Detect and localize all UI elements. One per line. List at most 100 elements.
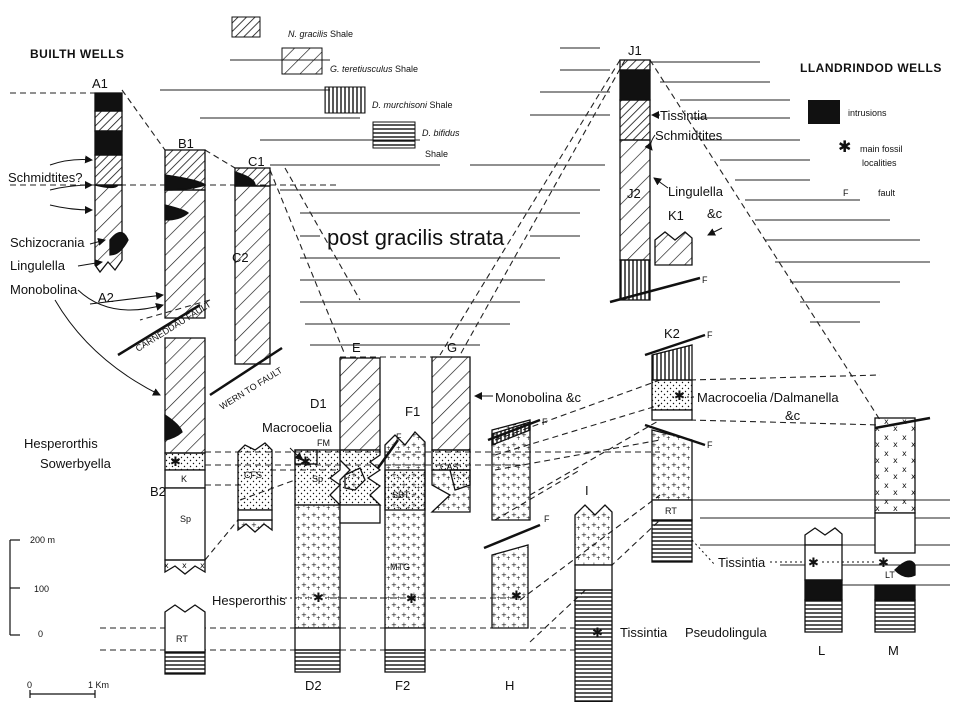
section-c	[235, 168, 270, 364]
unit-mtg: MTG	[390, 562, 410, 572]
label-d1: D1	[310, 396, 327, 411]
fossil-tissintia-3: Tissintia	[620, 625, 668, 640]
fossil-star-icon: ✱	[170, 454, 181, 469]
section-j	[610, 60, 700, 302]
fossil-star-icon: ✱	[592, 625, 603, 640]
scale-bar	[10, 540, 20, 635]
fossil-monobolina-c: Monobolina &c	[495, 390, 581, 405]
unit-rt-2: RT	[665, 506, 677, 516]
fossil-schmidtites: Schmidtites	[655, 128, 723, 143]
section-k1	[655, 232, 692, 265]
legend-swatch-teretiusculus	[282, 48, 322, 74]
fossil-tissintia: Tissintia	[660, 108, 708, 123]
unit-sp-2: Sp	[312, 474, 323, 484]
key-label-fossil-1: main fossil	[860, 144, 903, 154]
unit-f-k2b: F	[707, 440, 713, 450]
fossil-pseudolingula: Pseudolingula	[685, 625, 767, 640]
fossil-star-icon: ✱	[406, 591, 417, 606]
fossil-hesperorthis: Hesperorthis	[24, 436, 98, 451]
section-f	[378, 432, 425, 672]
unit-f-fault: F	[396, 432, 402, 442]
key: intrusions ✱ main fossil localities F fa…	[808, 100, 903, 198]
fossil-star-icon: ✱	[511, 588, 522, 603]
fossil-tissintia-2: Tissintia	[718, 555, 766, 570]
label-f2: F2	[395, 678, 410, 693]
fossil-dalmanella: /Dalmanella	[770, 390, 839, 405]
section-i	[575, 505, 612, 702]
label-b2: B2	[150, 484, 166, 499]
place-builth-wells: BUILTH WELLS	[30, 47, 124, 61]
label-m: M	[888, 643, 899, 658]
fossil-schizocrania: Schizocrania	[10, 235, 85, 250]
label-k1: K1	[668, 208, 684, 223]
bedding-lines	[160, 48, 950, 585]
unit-sbt: SBT	[392, 490, 410, 500]
fossil-macrocoelia-2: Macrocoelia	[697, 390, 768, 405]
label-j2: J2	[627, 186, 641, 201]
fossil-lingulella-r: Lingulella	[668, 184, 724, 199]
label-g: G	[447, 340, 457, 355]
unit-f-j: F	[702, 275, 708, 285]
legend: N. gracilis Shale G. teretiusculus Shale…	[232, 17, 460, 159]
label-a1: A1	[92, 76, 108, 91]
fossil-lingulella: Lingulella	[10, 258, 66, 273]
label-l: L	[818, 643, 825, 658]
legend-label-bifidus: D. bifidus	[422, 128, 460, 138]
legend-label-murchisoni: D. murchisoni Shale	[372, 100, 453, 110]
unit-fm: FM	[317, 438, 330, 448]
unit-cas: CAS	[440, 462, 459, 472]
fossil-hesperorthis-2: Hesperorthis	[212, 593, 286, 608]
label-c2: C2	[232, 250, 249, 265]
label-k2: K2	[664, 326, 680, 341]
legend-label-gracilis: N. gracilis Shale	[288, 29, 353, 39]
scale-h1km: 1 Km	[88, 680, 109, 690]
label-e: E	[352, 340, 361, 355]
label-d2: D2	[305, 678, 322, 693]
section-a	[95, 93, 128, 272]
fossil-monobolina: Monobolina	[10, 282, 78, 297]
scale-200m: 200 m	[30, 535, 55, 545]
section-g	[432, 357, 470, 512]
fossil-star-icon: ✱	[838, 139, 851, 156]
scale-h0: 0	[27, 680, 32, 690]
section-b	[165, 150, 205, 674]
key-label-fossil-2: localities	[862, 158, 897, 168]
unit-lt: LT	[885, 570, 895, 580]
key-label-fault: fault	[878, 188, 896, 198]
label-h: H	[505, 678, 514, 693]
fossil-star-icon: ✱	[313, 590, 324, 605]
post-gracilis-strata-label: post gracilis strata	[327, 225, 505, 250]
label-i: I	[585, 483, 589, 498]
fossil-sowerbyella: Sowerbyella	[40, 456, 112, 471]
unit-k: K	[181, 474, 187, 484]
place-llandrindod-wells: LLANDRINDOD WELLS	[800, 61, 942, 75]
section-e	[340, 358, 380, 523]
scale-100: 100	[34, 584, 49, 594]
fault-wern-to: WERN TO FAULT	[218, 365, 285, 412]
horizontal-scale	[30, 690, 95, 698]
label-f1: F1	[405, 404, 420, 419]
unit-f-k2a: F	[707, 330, 713, 340]
legend-label-bifidus-line2: Shale	[425, 149, 448, 159]
unit-rt-1: RT	[176, 634, 188, 644]
section-m	[875, 418, 930, 632]
key-swatch-intrusions	[808, 100, 840, 124]
label-b1: B1	[178, 136, 194, 151]
key-fault-symbol: F	[843, 188, 849, 198]
label-j1: J1	[628, 43, 642, 58]
fossil-and-c: &c	[707, 206, 723, 221]
unit-sp-1: Sp	[180, 514, 191, 524]
fossil-schmidtites-q: Schmidtites?	[8, 170, 82, 185]
label-c1: C1	[248, 154, 265, 169]
fossil-and-c-2: &c	[785, 408, 801, 423]
legend-swatch-bifidus	[373, 122, 415, 148]
key-label-intrusions: intrusions	[848, 108, 887, 118]
section-k2	[645, 335, 705, 562]
scale-0: 0	[38, 629, 43, 639]
fossil-macrocoelia: Macrocoelia	[262, 420, 333, 435]
section-cfs	[238, 443, 272, 532]
unit-f-h2: F	[544, 514, 550, 524]
legend-label-teretiusculus: G. teretiusculus Shale	[330, 64, 418, 74]
unit-cfs: CFS	[244, 470, 262, 480]
